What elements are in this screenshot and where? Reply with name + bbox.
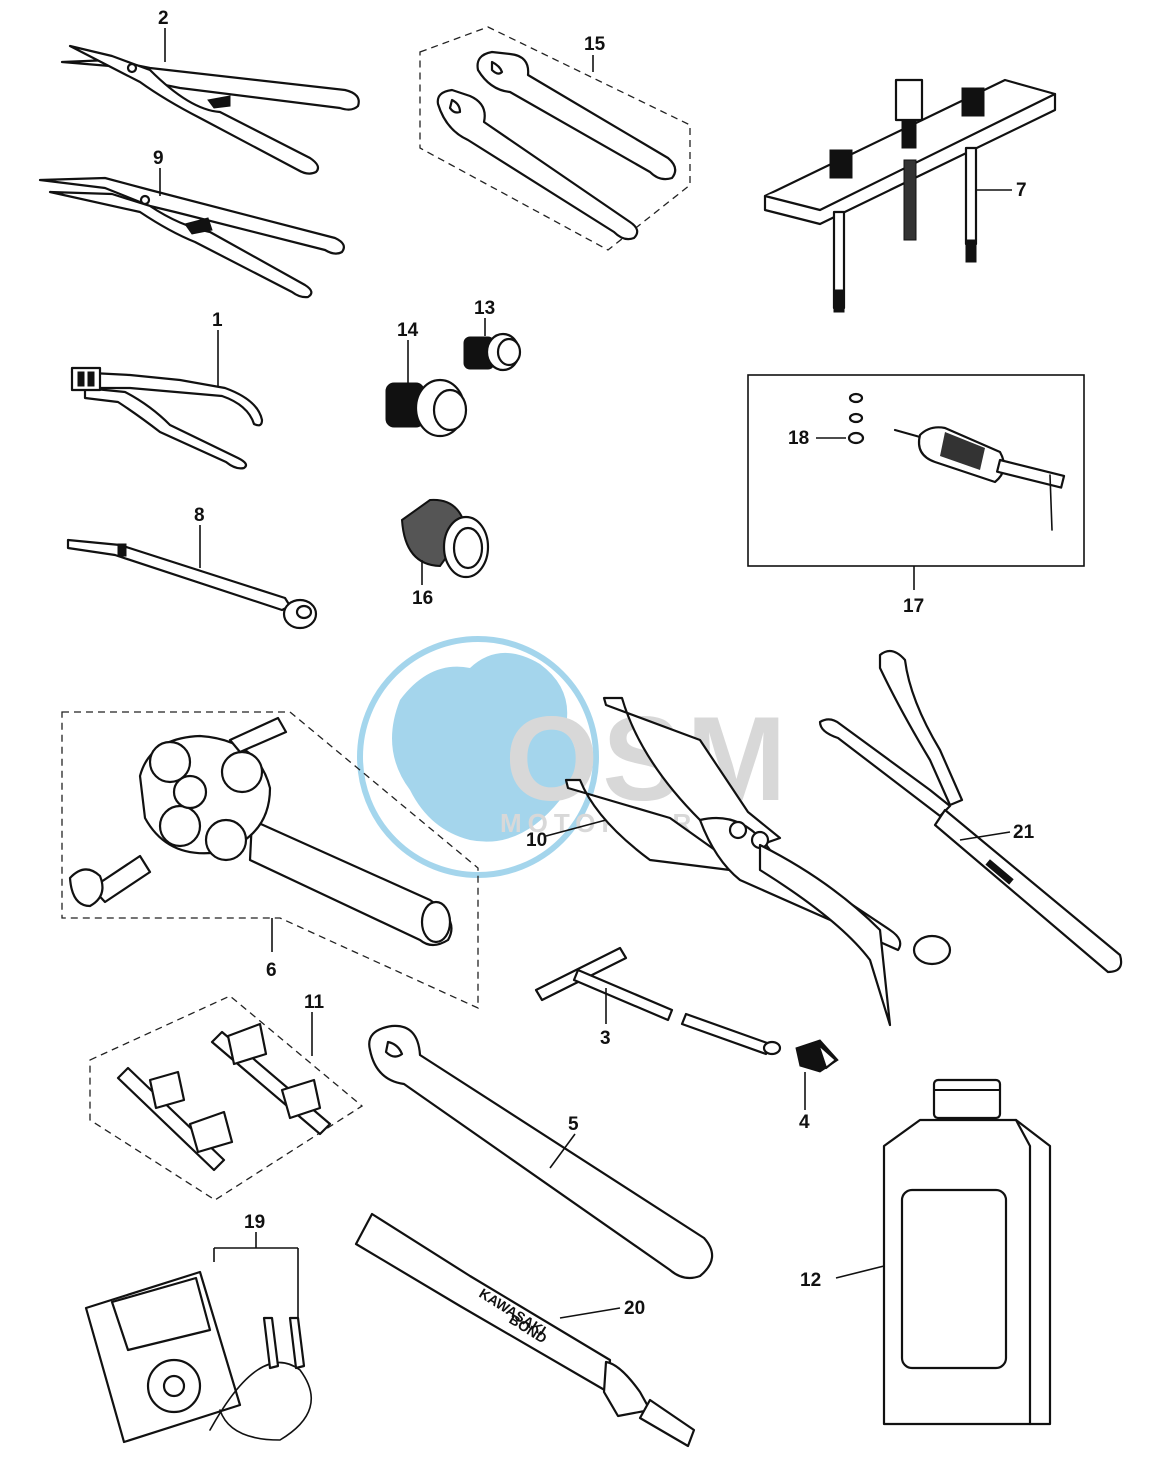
part-20-bond-tube [354,1212,696,1448]
kit-box-6 [61,711,479,1010]
callout-4: 4 [799,1112,810,1133]
part-7-puller [763,78,1057,313]
part-12-bottle [882,1078,1052,1426]
callout-12: 12 [800,1270,821,1291]
part-14-adapter [385,378,468,438]
part-17-tool-kit [847,392,1066,531]
callout-3: 3 [600,1028,611,1049]
callout-6: 6 [266,960,277,981]
callout-13: 13 [474,298,495,319]
globe-ring [357,636,599,878]
part-15-hook-wrenches [436,50,677,241]
kit-box-17 [747,374,1085,567]
callout-19: 19 [244,1212,265,1233]
watermark-brand: OSM [505,692,790,826]
part-13-adapter [463,332,522,372]
part-1-pliers [70,366,264,470]
callout-16: 16 [412,588,433,609]
part-10-locking-pliers [564,696,952,1027]
callout-2: 2 [158,8,169,29]
callout-9: 9 [153,148,164,169]
callout-5: 5 [568,1114,579,1135]
callout-8: 8 [194,505,205,526]
part-6-holder [68,716,453,947]
callout-15: 15 [584,34,606,55]
callout-21: 21 [1013,822,1035,843]
globe-icon [392,652,577,842]
callout-20: 20 [624,1298,645,1319]
callout-10: 10 [526,830,547,851]
callout-18: 18 [788,428,809,449]
kit-box-15 [419,26,691,251]
callout-7: 7 [1016,180,1027,201]
callout-11: 11 [304,992,325,1013]
part-3-t-wrench [534,946,782,1056]
kit-box-11 [89,995,364,1201]
callout-14: 14 [397,320,419,341]
part-19-tester [84,1270,312,1444]
part-21-holder [818,649,1123,974]
callout-1: 1 [212,310,223,331]
part-8-rod [66,538,318,630]
leader-lines [159,28,1012,1319]
part-16-knurled-adapter [400,498,490,579]
part-11-pins [116,1022,332,1172]
part-9-snap-ring-pliers [38,176,345,299]
callout-17: 17 [903,596,924,617]
part-5-hook-wrench [368,1024,714,1280]
watermark: OSM MOTORPARTS [357,636,790,878]
part-2-snap-ring-pliers [60,44,360,175]
callout-numbers: 2 9 1 8 15 13 14 16 7 18 17 6 10 21 3 4 … [153,8,1035,1319]
part-4-cap [795,1039,839,1073]
